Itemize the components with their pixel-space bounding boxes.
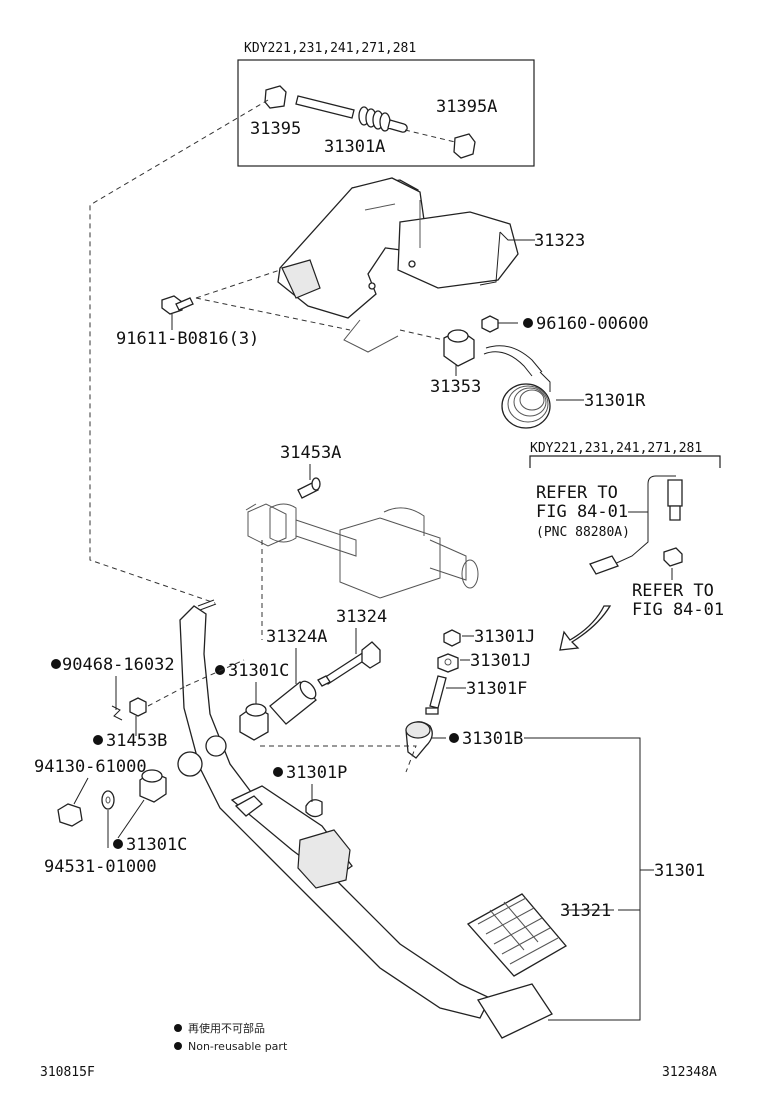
dash-31453B (147, 685, 187, 707)
bushing-31301C-a-shape (239, 703, 269, 741)
nonreusable-dot-96160 (523, 318, 533, 328)
legend-dot-cn (174, 1024, 182, 1032)
clip-31301P-shape (305, 799, 323, 818)
bolt-31324-shape (317, 641, 381, 687)
label-31453A: 31453A (280, 443, 341, 463)
legend-line-cn: 再使用不可部品 (188, 1021, 265, 1035)
legend-dot-en (174, 1042, 182, 1050)
nonreusable-dot-90468 (51, 659, 61, 669)
label-94130: 94130-61000 (34, 757, 147, 777)
variant-bracket-mid (529, 455, 721, 468)
pin-31453A-shape (297, 477, 321, 499)
nonreusable-dot-31301C-a (215, 665, 225, 675)
label-31453B: 31453B (106, 731, 167, 751)
lead-94130 (73, 777, 89, 805)
label-31395: 31395 (250, 119, 301, 139)
label-94531: 94531-01000 (44, 857, 157, 877)
top-pin-lines (197, 599, 215, 607)
label-31301J-a: 31301J (474, 627, 535, 647)
nut-96160-shape (481, 315, 499, 333)
label-31301J-b: 31301J (470, 651, 531, 671)
switch-nut-shape (663, 547, 683, 567)
refer-b-line1: REFER TO (632, 581, 714, 601)
nonreusable-dot-31301B (449, 733, 459, 743)
dash-spring-to-clip (404, 129, 456, 143)
clip-31395-shape (264, 85, 287, 109)
spring-31301R-shape (483, 345, 551, 429)
label-31301R: 31301R (584, 391, 646, 411)
dash-bracket-bushing (399, 329, 445, 341)
nut-94130-shape (57, 803, 83, 827)
legend: 再使用不可部品 Non-reusable part (174, 1021, 288, 1053)
clip-90468-shape (111, 705, 123, 721)
lead-31323-b (479, 231, 501, 286)
refer-b-line2: FIG 84-01 (632, 600, 724, 620)
refer-a-line3: (PNC 88280A) (536, 525, 630, 540)
refer-a-line2: FIG 84-01 (536, 502, 628, 522)
connector-shape (589, 555, 619, 575)
label-31324A: 31324A (266, 627, 327, 647)
sleeve-31324A-shape (269, 680, 317, 725)
stopper-31301B-shape (405, 721, 433, 759)
screw-31301F-shape (425, 675, 447, 715)
label-96160: 96160-00600 (536, 314, 649, 334)
nut-31301J-a-shape (443, 629, 461, 647)
lead-31301-bracket (524, 737, 641, 1021)
nonreusable-dot-31301P (273, 767, 283, 777)
dash-pivot (185, 659, 245, 687)
lead-31323 (499, 231, 535, 241)
switch-body-shape (667, 479, 683, 507)
label-91611: 91611-B0816(3) (116, 329, 259, 349)
label-31301: 31301 (654, 861, 705, 881)
clip-31453B-shape (129, 697, 147, 717)
master-cylinder-ghost (245, 503, 479, 599)
nonreusable-dot-31453B (93, 735, 103, 745)
footer-left-code: 310815F (40, 1065, 95, 1080)
bracket-31323 (277, 177, 519, 353)
label-31301C-b: 31301C (126, 835, 187, 855)
refer-a-line1: REFER TO (536, 483, 618, 503)
label-31324: 31324 (336, 607, 387, 627)
label-31323: 31323 (534, 231, 585, 251)
direction-arrow-shape (559, 605, 612, 651)
variant-frame-top (237, 59, 535, 167)
pedal-arm-31301 (177, 605, 553, 1039)
bushing-31353-shape (443, 329, 475, 367)
clip-31395A-shape (453, 133, 476, 159)
variant-label-top: KDY221,231,241,271,281 (244, 41, 416, 56)
label-31301P: 31301P (286, 763, 347, 783)
legend-line-en: Non-reusable part (188, 1040, 288, 1053)
rod-shape (295, 95, 355, 119)
pedal-pad-base-shape (476, 983, 553, 1039)
dash-ref-left (89, 99, 269, 604)
washer-94531-shape (101, 790, 115, 810)
bolt-91611-shape (161, 295, 194, 330)
label-31395A: 31395A (436, 97, 497, 117)
variant-box-top: KDY221,231,241,271,281 31395 31395A 3130… (237, 41, 535, 167)
bushing-31301C-b-shape (139, 769, 167, 803)
label-31301B: 31301B (462, 729, 523, 749)
label-31301A: 31301A (324, 137, 385, 157)
variant-label-mid: KDY221,231,241,271,281 (530, 441, 702, 456)
label-31353: 31353 (430, 377, 481, 397)
variant-box-mid: KDY221,231,241,271,281 REFER TO FIG 84-0… (529, 441, 724, 651)
dash-stopper (260, 745, 417, 773)
label-31301F: 31301F (466, 679, 527, 699)
spring-31301A-shape (358, 106, 408, 133)
dash-bolt-bracket (195, 269, 281, 299)
lead-31301C-b (117, 799, 145, 839)
footer-right-code: 312348A (662, 1065, 717, 1080)
label-31321: 31321 (560, 901, 611, 921)
label-31301C-a: 31301C (228, 661, 289, 681)
nut-31301J-b-shape (437, 653, 459, 673)
label-90468: 90468-16032 (62, 655, 175, 675)
pedal-pad-31321-shape (466, 893, 567, 977)
nonreusable-dot-31301C-b (113, 839, 123, 849)
